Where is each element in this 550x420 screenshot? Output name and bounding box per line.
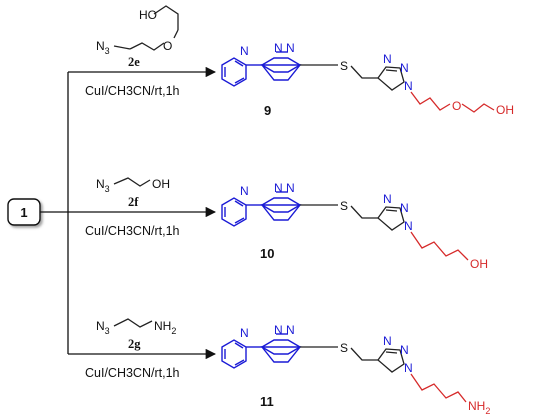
svg-text:OH: OH — [152, 177, 170, 191]
reagent-code-2f: 2f — [128, 195, 139, 209]
svg-text:OH: OH — [470, 257, 488, 271]
svg-text:N3: N3 — [96, 319, 110, 336]
svg-text:N: N — [404, 361, 413, 375]
svg-text:OH: OH — [496, 103, 514, 117]
product-number-10: 10 — [260, 246, 274, 261]
product-9-structure: N N N S N N N O OH — [221, 41, 514, 117]
reagent-code-2g: 2g — [128, 337, 141, 351]
starting-material-label: 1 — [20, 205, 27, 220]
svg-text:N: N — [286, 323, 295, 337]
conditions-row-1: CuI/CH3CN/rt,1h — [85, 84, 180, 98]
svg-text:N: N — [286, 181, 295, 195]
branch-lines — [40, 66, 217, 360]
svg-text:N: N — [383, 192, 392, 206]
svg-text:N3: N3 — [96, 39, 110, 56]
svg-text:N3: N3 — [96, 177, 110, 194]
svg-text:NH2: NH2 — [154, 319, 176, 336]
svg-text:N: N — [240, 326, 249, 340]
svg-text:S: S — [340, 341, 348, 355]
svg-text:N: N — [404, 79, 413, 93]
svg-text:S: S — [340, 59, 348, 73]
product-number-11: 11 — [260, 394, 274, 409]
reagent-2g-structure: N3 NH2 — [96, 318, 176, 336]
starting-material-1: 1 — [7, 198, 41, 226]
product-11-structure: N N N S N N N NH2 — [221, 323, 490, 416]
svg-text:N: N — [400, 343, 409, 357]
svg-text:N: N — [383, 52, 392, 66]
product-10-structure: N N N S N N N OH — [221, 181, 488, 271]
svg-text:N: N — [286, 41, 295, 55]
svg-text:N: N — [383, 334, 392, 348]
svg-text:N: N — [400, 201, 409, 215]
svg-text:N: N — [240, 184, 249, 198]
svg-text:N: N — [404, 219, 413, 233]
conditions-row-2: CuI/CH3CN/rt,1h — [85, 224, 180, 238]
product-number-9: 9 — [264, 103, 271, 118]
svg-text:O: O — [452, 99, 461, 113]
svg-text:NH2: NH2 — [468, 399, 490, 416]
reagent-2f-structure: N3 OH — [96, 177, 170, 194]
svg-text:N: N — [274, 181, 283, 195]
svg-text:N: N — [400, 61, 409, 75]
reagent-code-2e: 2e — [128, 55, 140, 69]
svg-text:HO: HO — [139, 8, 157, 22]
svg-text:N: N — [240, 44, 249, 58]
svg-text:O: O — [163, 39, 172, 53]
svg-text:N: N — [274, 41, 283, 55]
svg-text:N: N — [274, 323, 283, 337]
conditions-row-3: CuI/CH3CN/rt,1h — [85, 366, 180, 380]
reagent-2e-structure: HO O N3 — [96, 5, 179, 56]
svg-text:S: S — [340, 199, 348, 213]
